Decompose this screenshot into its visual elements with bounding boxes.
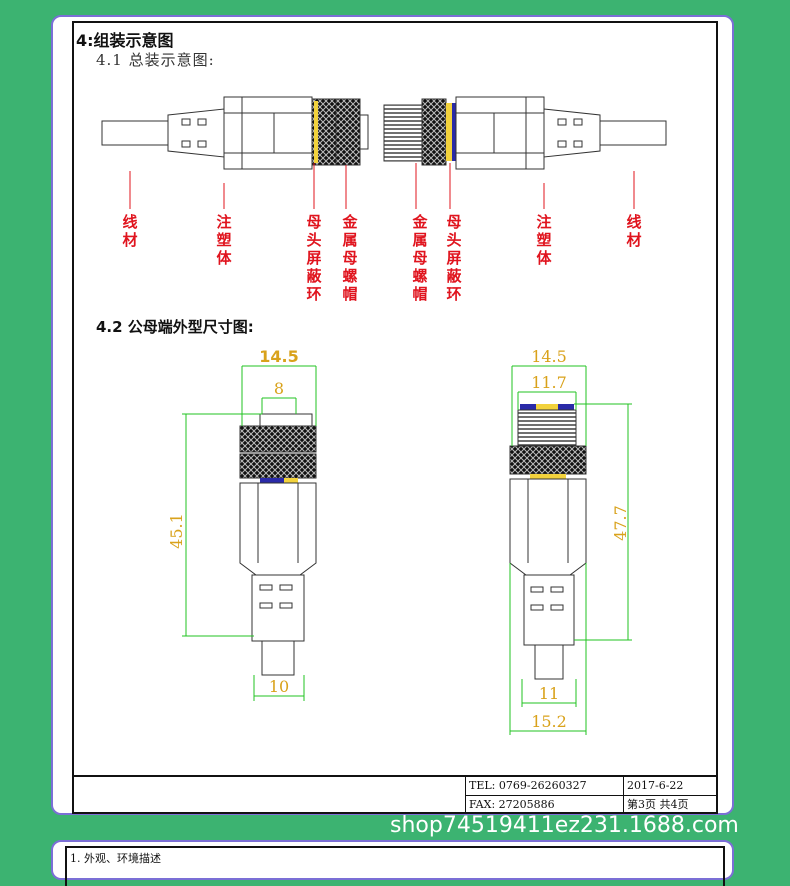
male-thread xyxy=(517,409,577,447)
female-cable xyxy=(261,640,295,676)
female-top-face xyxy=(259,413,313,427)
male-connector-drawing xyxy=(509,404,587,680)
part-label-char: 塑 xyxy=(216,231,231,249)
part-label-char: 帽 xyxy=(412,285,427,303)
part-label-char: 属 xyxy=(412,231,427,249)
date-cell: 2017-6-22 xyxy=(627,779,684,792)
part-label-char: 母 xyxy=(446,213,461,231)
part-label-char: 头 xyxy=(446,231,461,249)
right-cable xyxy=(599,120,667,146)
part-label-char: 体 xyxy=(536,249,552,267)
fax-cell: FAX: 27205886 xyxy=(469,798,555,811)
part-label-char: 塑 xyxy=(536,231,551,249)
part-label-char: 线 xyxy=(626,213,641,231)
female-body xyxy=(239,482,317,576)
shop-watermark: shop74519411ez231.1688.com xyxy=(390,813,739,838)
right-knurl-nut xyxy=(421,98,447,166)
part-label-char: 环 xyxy=(306,285,321,303)
part-label-char: 材 xyxy=(122,231,137,249)
female-knurl-1 xyxy=(239,425,317,453)
part-label-char: 金 xyxy=(341,213,358,231)
left-overmold-body xyxy=(223,96,313,170)
part-label-char: 环 xyxy=(446,285,461,303)
part-label-char: 材 xyxy=(626,231,641,249)
male-knurl-nut xyxy=(509,445,587,475)
male-cable-diameter: 11 xyxy=(539,684,559,703)
part-label-char: 金 xyxy=(411,213,428,231)
left-knurl-nut-2 xyxy=(335,98,361,166)
male-length: 47.7 xyxy=(611,505,630,541)
part-label-char: 母 xyxy=(412,249,427,267)
part-label-char: 帽 xyxy=(342,285,357,303)
male-bottom-width: 15.2 xyxy=(531,712,567,731)
female-connector-drawing xyxy=(239,413,317,676)
left-cable xyxy=(101,120,169,146)
part-label-char: 屏 xyxy=(446,249,461,267)
part-label-char: 屏 xyxy=(306,249,321,267)
part-label-char: 螺 xyxy=(342,267,357,285)
part-label-char: 螺 xyxy=(412,267,427,285)
part-label-char: 蔽 xyxy=(446,267,462,285)
male-top-width: 14.5 xyxy=(531,347,567,366)
assembly-drawing xyxy=(101,96,667,170)
dimension-subtitle: 4.2 公母端外型尺寸图: xyxy=(96,318,254,336)
title-block: TEL: 0769-26260327 2017-6-22 FAX: 272058… xyxy=(74,775,716,814)
part-label-char: 属 xyxy=(342,231,357,249)
female-cable-diameter: 10 xyxy=(269,677,289,696)
male-dimension-lines xyxy=(509,365,632,735)
tel-cell: TEL: 0769-26260327 xyxy=(469,779,587,792)
section-title: 4:组装示意图 xyxy=(76,31,174,50)
next-page-heading: 1. 外观、环境描述 xyxy=(70,852,161,865)
left-pin-face xyxy=(359,114,369,150)
part-label-char: 线 xyxy=(122,213,137,231)
male-cable xyxy=(534,644,564,680)
female-knurl-2 xyxy=(239,453,317,479)
male-inner-width: 11.7 xyxy=(531,373,567,392)
part-label-char: 母 xyxy=(342,249,357,267)
male-body xyxy=(509,478,587,576)
document-card: 4:组装示意图 4.1 总装示意图: 4.2 公母端外型尺寸图: xyxy=(51,15,734,815)
part-label-char: 蔽 xyxy=(306,267,322,285)
left-strain-relief xyxy=(167,108,225,158)
part-label-char: 母 xyxy=(306,213,321,231)
part-label-char: 注 xyxy=(216,213,231,231)
next-page-card: 1. 外观、环境描述 xyxy=(51,840,734,886)
assembly-subtitle: 4.1 总装示意图: xyxy=(96,51,215,69)
right-strain-relief xyxy=(543,108,601,158)
leader-lines xyxy=(129,163,635,209)
female-inner-width: 8 xyxy=(274,379,284,398)
right-thread xyxy=(383,104,423,162)
right-overmold-body xyxy=(455,96,545,170)
part-label-char: 注 xyxy=(536,213,551,231)
female-dimension-lines xyxy=(182,365,317,701)
drawing-sheet: 4:组装示意图 4.1 总装示意图: 4.2 公母端外型尺寸图: xyxy=(72,21,718,814)
female-top-width: 14.5 xyxy=(259,347,298,366)
female-length: 45.1 xyxy=(167,513,186,549)
part-label-char: 头 xyxy=(306,231,321,249)
part-label-char: 体 xyxy=(216,249,232,267)
page-cell: 第3页 共4页 xyxy=(627,798,689,811)
